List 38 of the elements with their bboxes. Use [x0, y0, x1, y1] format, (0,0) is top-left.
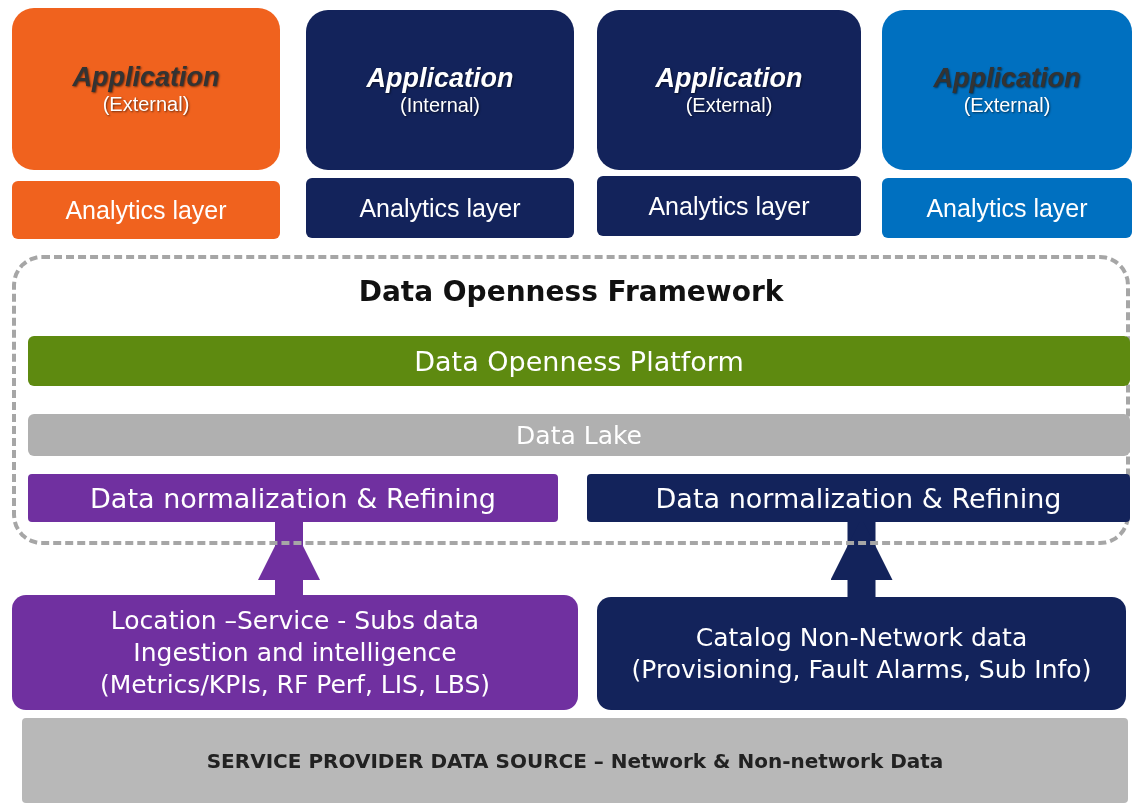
source-details: (Provisioning, Fault Alarms, Sub Info) — [631, 653, 1092, 686]
normalization-box — [28, 474, 558, 522]
application-type: (External) — [963, 94, 1051, 117]
application-title: Application — [72, 62, 220, 93]
data-lake-bar — [28, 414, 1130, 456]
application-type: (External) — [102, 93, 190, 116]
layer-label: Analytics layer — [359, 193, 521, 223]
layer-label: Analytics layer — [648, 191, 810, 221]
application-box — [306, 10, 574, 170]
application-box — [597, 10, 861, 170]
analytics-layer-box — [306, 178, 574, 238]
framework-container — [12, 255, 1130, 545]
source-heading: Catalog Non-Network data — [695, 621, 1028, 654]
normalization-box — [587, 474, 1130, 522]
bar-label: Data Lake — [516, 420, 642, 450]
application-box — [12, 8, 280, 170]
analytics-layer-box — [12, 181, 280, 239]
bar-label: Data Openness Platform — [414, 345, 744, 377]
platform-bar — [28, 336, 1130, 386]
source-label: SERVICE PROVIDER DATA SOURCE – Network & Non-network Data — [206, 748, 944, 773]
framework-title: Data Openness Framework — [358, 275, 784, 308]
source-details: (Metrics/KPIs, RF Perf, LIS, LBS) — [99, 668, 491, 701]
data-source-bar — [22, 718, 1128, 803]
source-heading: Location –Service - Subs data Ingestion and intelligence — [109, 604, 481, 669]
application-type: (External) — [685, 94, 773, 117]
analytics-layer-box — [882, 178, 1132, 238]
application-type: (Internal) — [400, 94, 480, 117]
layer-label: Analytics layer — [926, 193, 1088, 223]
bar-label: Data normalization & Refining — [90, 482, 496, 514]
catalog-box — [597, 597, 1126, 710]
bar-label: Data normalization & Refining — [655, 482, 1062, 514]
application-title: Application — [366, 63, 514, 94]
application-title: Application — [655, 63, 803, 94]
layer-label: Analytics layer — [65, 195, 227, 225]
application-title: Application — [933, 63, 1081, 94]
analytics-layer-box — [597, 176, 861, 236]
application-box — [882, 10, 1132, 170]
ingestion-box — [12, 595, 578, 710]
